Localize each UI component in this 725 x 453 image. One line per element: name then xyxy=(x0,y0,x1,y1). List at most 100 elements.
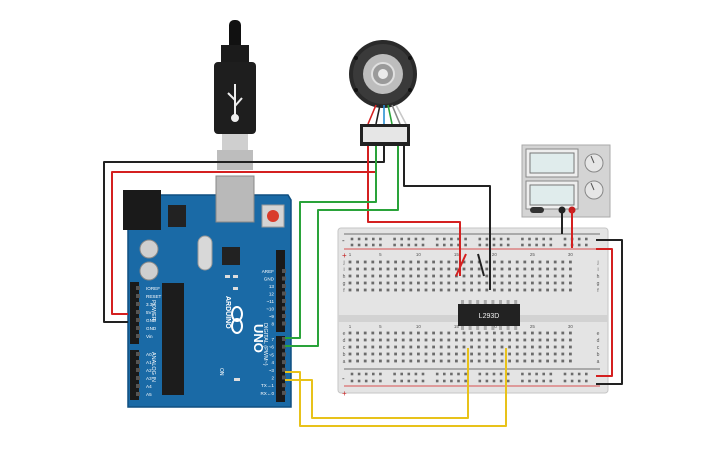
breadboard-hole[interactable] xyxy=(515,274,519,278)
breadboard-hole[interactable] xyxy=(470,260,473,264)
rail-hole[interactable] xyxy=(577,379,581,383)
breadboard-hole[interactable] xyxy=(447,359,451,363)
rail-hole[interactable] xyxy=(443,379,446,383)
rail-hole[interactable] xyxy=(549,379,553,383)
breadboard-hole[interactable] xyxy=(515,288,519,292)
rail-hole[interactable] xyxy=(521,243,524,247)
breadboard-hole[interactable] xyxy=(371,260,375,264)
rail-hole[interactable] xyxy=(443,243,446,247)
rail-hole[interactable] xyxy=(450,243,453,247)
breadboard-hole[interactable] xyxy=(477,352,481,356)
breadboard-hole[interactable] xyxy=(485,352,489,356)
rail-hole[interactable] xyxy=(499,372,503,376)
rail-hole[interactable] xyxy=(563,372,567,376)
breadboard-hole[interactable] xyxy=(432,352,435,356)
breadboard-hole[interactable] xyxy=(417,267,420,271)
breadboard-hole[interactable] xyxy=(531,267,534,271)
breadboard-hole[interactable] xyxy=(538,331,542,335)
breadboard-hole[interactable] xyxy=(348,359,352,363)
rail-hole[interactable] xyxy=(421,237,425,241)
header-pin[interactable] xyxy=(136,318,140,322)
breadboard-hole[interactable] xyxy=(424,281,428,285)
breadboard-hole[interactable] xyxy=(363,345,367,349)
rail-hole[interactable] xyxy=(535,237,538,241)
rail-hole[interactable] xyxy=(372,237,375,241)
rail-hole[interactable] xyxy=(464,379,467,383)
breadboard-hole[interactable] xyxy=(470,274,473,278)
rail-hole[interactable] xyxy=(528,379,531,383)
wire-red-rail-link[interactable] xyxy=(596,248,613,377)
rail-hole[interactable] xyxy=(549,237,553,241)
header-pin[interactable] xyxy=(282,337,286,341)
breadboard-hole[interactable] xyxy=(417,345,420,349)
breadboard-hole[interactable] xyxy=(386,345,390,349)
breadboard-hole[interactable] xyxy=(523,274,527,278)
header-pin[interactable] xyxy=(282,291,286,296)
breadboard-hole[interactable] xyxy=(477,274,481,278)
rail-hole[interactable] xyxy=(414,379,418,383)
breadboard-hole[interactable] xyxy=(439,274,443,278)
rail-hole[interactable] xyxy=(414,243,418,247)
breadboard-hole[interactable] xyxy=(561,345,565,349)
breadboard-hole[interactable] xyxy=(477,331,481,335)
breadboard-hole[interactable] xyxy=(470,338,473,342)
breadboard-hole[interactable] xyxy=(561,359,565,363)
breadboard-hole[interactable] xyxy=(394,338,397,342)
breadboard-hole[interactable] xyxy=(493,352,496,356)
breadboard-hole[interactable] xyxy=(348,331,352,335)
breadboard-hole[interactable] xyxy=(386,352,390,356)
breadboard-hole[interactable] xyxy=(508,338,511,342)
breadboard-hole[interactable] xyxy=(485,260,489,264)
breadboard-hole[interactable] xyxy=(546,281,549,285)
breadboard-hole[interactable] xyxy=(424,260,428,264)
rail-hole[interactable] xyxy=(492,243,496,247)
breadboard-hole[interactable] xyxy=(386,274,390,278)
breadboard-hole[interactable] xyxy=(508,274,511,278)
breadboard-hole[interactable] xyxy=(500,260,504,264)
breadboard-hole[interactable] xyxy=(363,352,367,356)
breadboard-hole[interactable] xyxy=(401,359,405,363)
breadboard-hole[interactable] xyxy=(394,281,397,285)
breadboard-hole[interactable] xyxy=(508,281,511,285)
breadboard-hole[interactable] xyxy=(379,267,382,271)
rail-hole[interactable] xyxy=(407,243,411,247)
breadboard-hole[interactable] xyxy=(447,267,451,271)
breadboard-hole[interactable] xyxy=(553,288,557,292)
breadboard-hole[interactable] xyxy=(348,274,352,278)
breadboard-hole[interactable] xyxy=(508,352,511,356)
wire-green-2[interactable] xyxy=(285,146,399,347)
breadboard-hole[interactable] xyxy=(439,338,443,342)
breadboard-hole[interactable] xyxy=(523,288,527,292)
rail-hole[interactable] xyxy=(400,243,403,247)
breadboard-hole[interactable] xyxy=(432,338,435,342)
breadboard-hole[interactable] xyxy=(455,359,458,363)
header-pin[interactable] xyxy=(282,269,286,273)
breadboard-hole[interactable] xyxy=(538,267,542,271)
breadboard-hole[interactable] xyxy=(409,359,413,363)
header-pin[interactable] xyxy=(282,344,286,349)
rail-hole[interactable] xyxy=(542,243,545,247)
breadboard-hole[interactable] xyxy=(515,267,519,271)
supply-switch[interactable] xyxy=(530,207,544,213)
breadboard-hole[interactable] xyxy=(546,267,549,271)
breadboard-hole[interactable] xyxy=(569,288,572,292)
rail-hole[interactable] xyxy=(414,372,418,376)
breadboard-hole[interactable] xyxy=(379,281,382,285)
breadboard-hole[interactable] xyxy=(356,338,359,342)
breadboard-hole[interactable] xyxy=(500,331,504,335)
breadboard-hole[interactable] xyxy=(569,260,572,264)
breadboard-hole[interactable] xyxy=(515,352,519,356)
rail-hole[interactable] xyxy=(457,237,460,241)
breadboard-hole[interactable] xyxy=(462,267,466,271)
breadboard-hole[interactable] xyxy=(569,281,572,285)
breadboard-hole[interactable] xyxy=(417,288,420,292)
breadboard-hole[interactable] xyxy=(523,338,527,342)
breadboard-hole[interactable] xyxy=(394,288,397,292)
breadboard-hole[interactable] xyxy=(401,288,405,292)
breadboard-hole[interactable] xyxy=(371,338,375,342)
rail-hole[interactable] xyxy=(521,237,524,241)
breadboard-hole[interactable] xyxy=(553,338,557,342)
breadboard-hole[interactable] xyxy=(401,274,405,278)
header-pin[interactable] xyxy=(282,360,286,365)
rail-hole[interactable] xyxy=(542,379,545,383)
